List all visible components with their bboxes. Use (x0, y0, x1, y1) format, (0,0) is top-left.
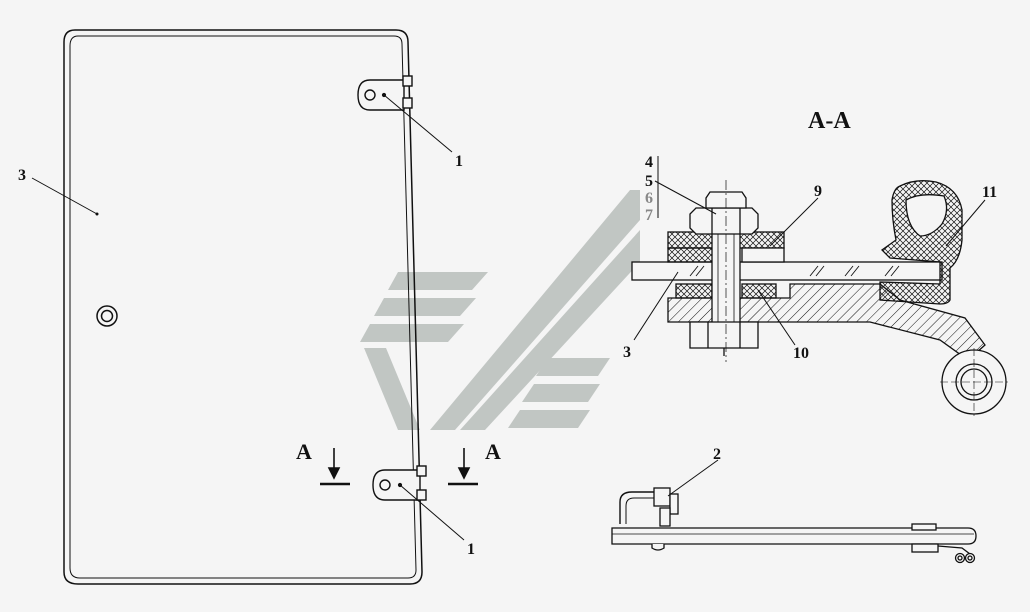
section-view (631, 156, 1008, 416)
glass-label: 9 (814, 183, 822, 200)
hinge-arm (667, 283, 986, 361)
bottom-view (611, 487, 977, 564)
hinge-top (357, 75, 413, 111)
section-mark-left: A (296, 439, 312, 464)
section-marker-left (320, 448, 350, 486)
door-front-view (63, 29, 423, 585)
latch-leader (667, 459, 719, 497)
section-marker-right (448, 448, 478, 486)
panel-label: 3 (623, 344, 631, 361)
section-leaders (633, 180, 986, 346)
stack-label-6: 6 (645, 190, 653, 207)
hinge-bottom (372, 465, 427, 501)
door-edge (611, 527, 977, 545)
seal-label: 11 (982, 184, 997, 201)
gasket-label: 10 (793, 345, 809, 362)
watermark-logo (360, 190, 640, 430)
nut (689, 207, 759, 235)
stack-label-4: 4 (645, 154, 653, 171)
hinge-bottom-label: 1 (467, 541, 475, 558)
latch-handle (619, 491, 656, 524)
door-label: 3 (18, 167, 26, 184)
bolt-head (689, 321, 759, 349)
lock-outer (96, 305, 118, 327)
latch-label: 2 (713, 446, 721, 463)
section-mark-right: A (485, 439, 501, 464)
door-leaders (31, 94, 465, 541)
hinge-top-label: 1 (455, 153, 463, 170)
stack-label-5: 5 (645, 173, 653, 190)
door-inner-outline (69, 35, 417, 579)
stack-label-7: 7 (645, 207, 653, 224)
lock-inner (100, 309, 114, 323)
door-outline (63, 29, 423, 585)
section-title: A-A (808, 108, 851, 134)
